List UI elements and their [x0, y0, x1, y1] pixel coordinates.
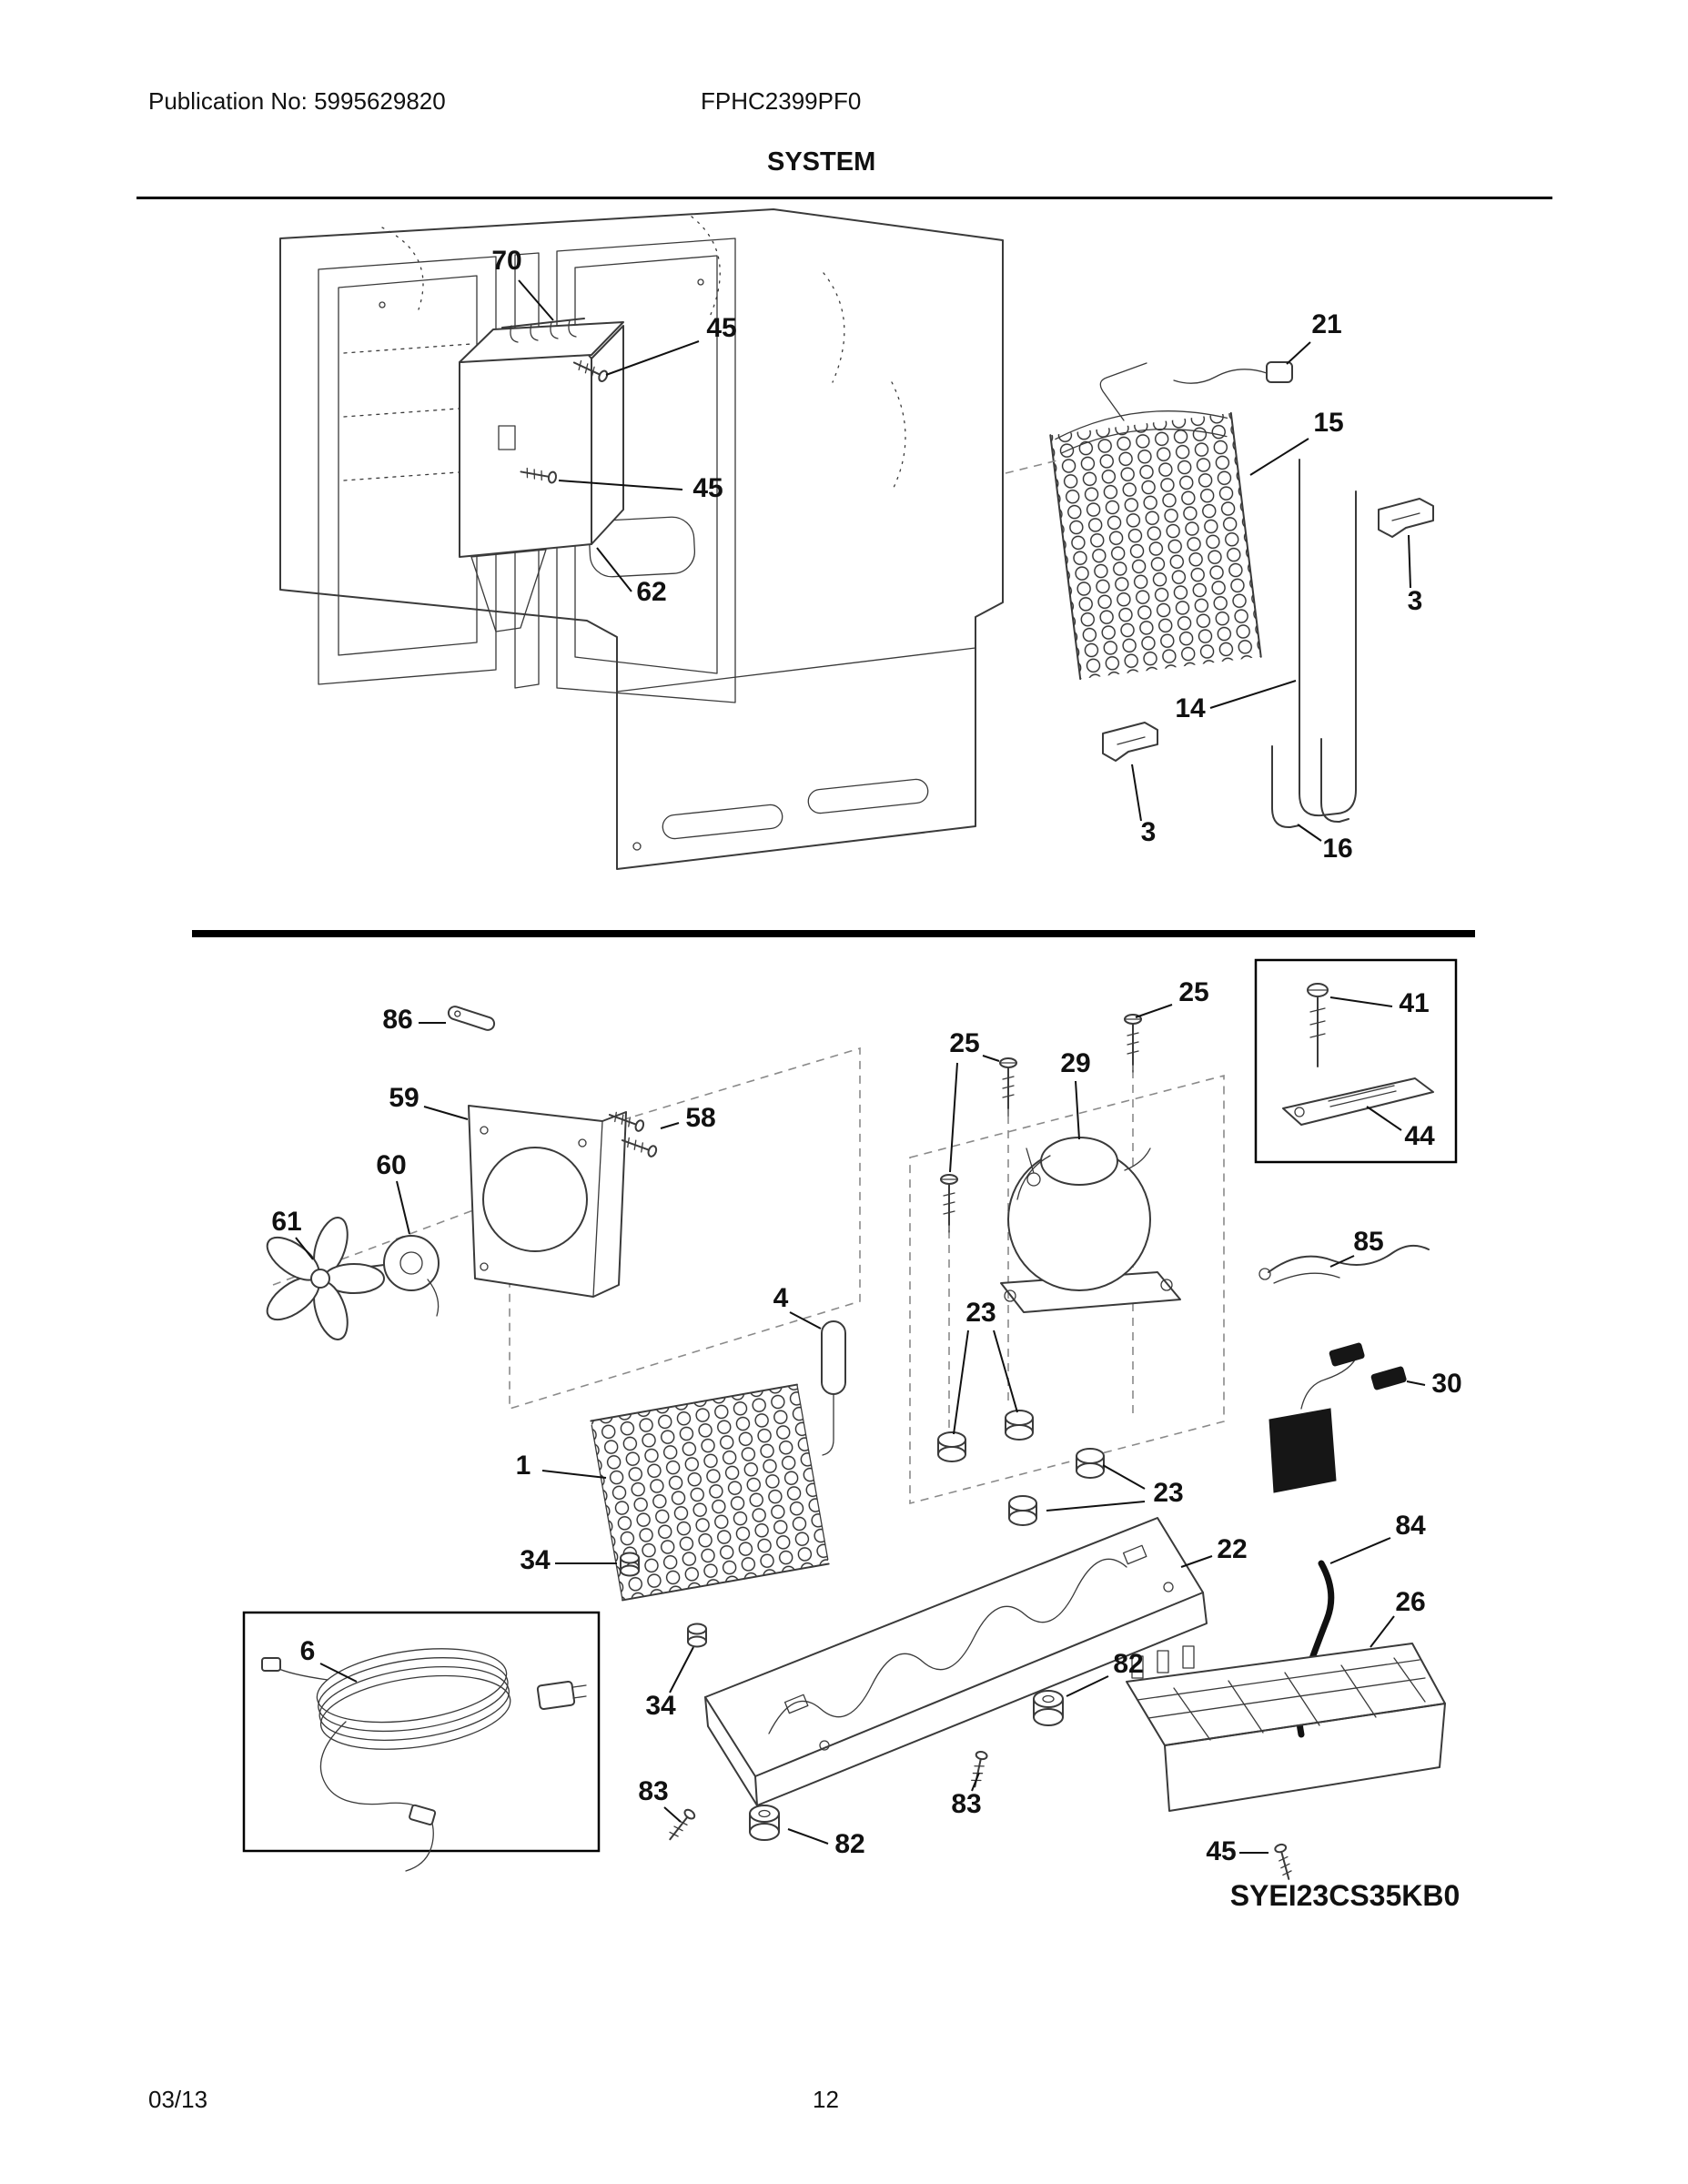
sub-model-label: SYEI23CS35KB0: [1230, 1879, 1461, 1912]
top-section: 70 45 45 62 21 15 3 14 3 16: [279, 208, 1434, 870]
condenser-coil-1: [590, 1383, 830, 1602]
callout-22: 22: [1217, 1534, 1247, 1564]
compressor-29: [1000, 1137, 1181, 1313]
callout-14: 14: [1175, 693, 1206, 723]
hooks-16: [1271, 738, 1349, 829]
page-title: SYSTEM: [767, 147, 876, 177]
power-cord-box-6: [242, 1611, 601, 1872]
callout-15: 15: [1313, 408, 1343, 438]
suction-loop-14: [1299, 459, 1357, 817]
callout-3-left: 3: [1141, 817, 1157, 847]
fan-blade-61: [266, 1217, 385, 1340]
fan-motor-60: [361, 1235, 440, 1317]
bracket-70: [501, 318, 585, 343]
spacer-34-lower: [687, 1623, 707, 1648]
bracket-3-right: [1378, 498, 1434, 538]
callout-70: 70: [491, 246, 521, 276]
callout-83-left: 83: [638, 1776, 668, 1806]
callout-45-lower: 45: [692, 473, 723, 503]
callout-3-right: 3: [1408, 586, 1423, 616]
relay-30: [1269, 1342, 1407, 1493]
wire-85: [1258, 1244, 1430, 1284]
callout-82-upper: 82: [1113, 1649, 1143, 1679]
callout-41: 41: [1399, 988, 1429, 1018]
callout-44: 44: [1404, 1121, 1435, 1151]
base-plate-22: [704, 1517, 1208, 1806]
title-rule: [136, 197, 1552, 199]
callout-34-lower: 34: [645, 1691, 676, 1721]
callout-60: 60: [376, 1150, 406, 1180]
callout-6: 6: [300, 1636, 316, 1666]
footer-date: 03/13: [148, 2086, 208, 2113]
callout-59: 59: [389, 1083, 419, 1113]
callout-30: 30: [1431, 1369, 1461, 1399]
drier-4: [821, 1320, 846, 1456]
mount-82-upper: [1033, 1690, 1064, 1726]
callout-23-right: 23: [1153, 1478, 1183, 1508]
evaporator-coil-15: [1049, 361, 1293, 681]
mount-82-lower: [749, 1805, 780, 1841]
callout-26: 26: [1395, 1587, 1425, 1617]
callout-16: 16: [1322, 834, 1352, 864]
publication-number: Publication No: 5995629820: [148, 87, 446, 115]
callout-84: 84: [1395, 1511, 1426, 1541]
callout-23-upper: 23: [965, 1298, 996, 1328]
callout-25-right: 25: [1178, 977, 1208, 1007]
callout-34-upper: 34: [520, 1545, 551, 1575]
model-number: FPHC2399PF0: [701, 87, 862, 115]
bracket-3-left: [1102, 722, 1158, 762]
callout-62: 62: [636, 577, 666, 607]
sensor-21: [1173, 361, 1293, 384]
section-divider: [192, 930, 1475, 937]
clip-86: [447, 1006, 496, 1031]
callout-21: 21: [1311, 309, 1341, 339]
callout-83-right: 83: [951, 1789, 981, 1819]
callout-82-lower: 82: [834, 1829, 864, 1859]
refrigerator-cabinet: [279, 208, 1004, 870]
callout-45-upper: 45: [706, 313, 736, 343]
screw-41: [1307, 983, 1329, 1067]
callout-61: 61: [271, 1207, 301, 1237]
footer-page-number: 12: [813, 2086, 839, 2113]
fan-bracket-59: [468, 1105, 627, 1298]
callout-58: 58: [685, 1103, 715, 1133]
callout-85: 85: [1353, 1227, 1383, 1257]
screw-83-right: [968, 1749, 989, 1789]
callout-1: 1: [516, 1451, 531, 1481]
callout-45-bottom: 45: [1206, 1836, 1236, 1866]
plate-44: [1282, 1077, 1434, 1126]
callout-25-left: 25: [949, 1028, 979, 1058]
top-callouts: 70 45 45 62 21 15 3 14 3 16: [491, 246, 1422, 864]
hardware-kit-box: [1254, 958, 1458, 1164]
ice-container-62: [459, 318, 624, 632]
screw-45-bottom: [1273, 1842, 1296, 1882]
drain-pan-26: [1126, 1643, 1446, 1812]
callout-29: 29: [1060, 1048, 1090, 1078]
callout-4: 4: [773, 1283, 789, 1313]
callout-86: 86: [382, 1005, 412, 1035]
bottom-callouts: 86 59 58 60 61 25 25 29 41 44: [271, 977, 1461, 1912]
bottom-section: 86 59 58 60 61 25 25 29 41 44: [242, 958, 1462, 1912]
